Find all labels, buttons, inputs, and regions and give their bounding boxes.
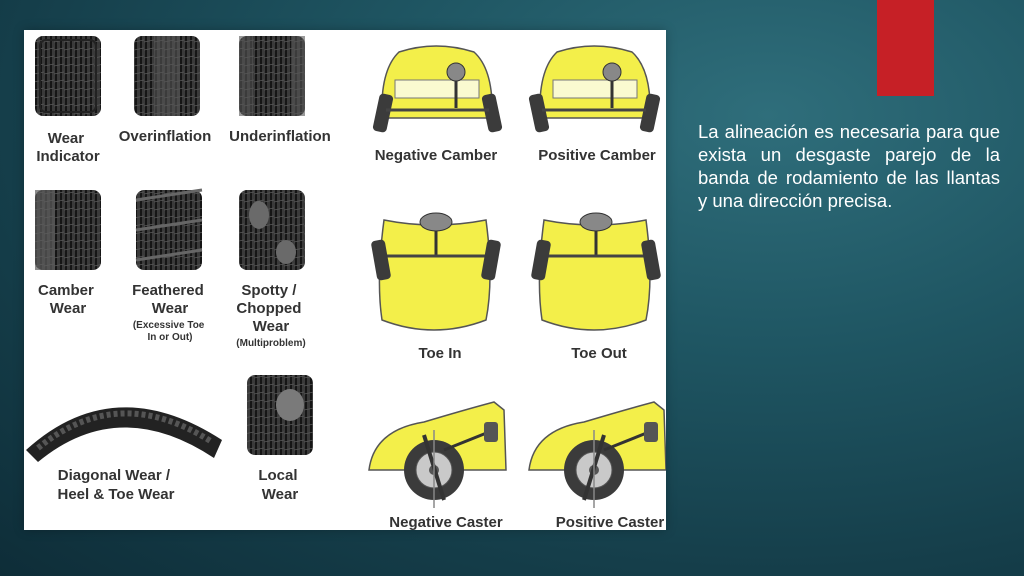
svg-text:Local Wear: Local Wear	[258, 467, 301, 503]
accent-bar	[877, 0, 934, 96]
svg-text:Diagonal Wear / Heel & Toe: Diagonal Wear / Heel & Toe Wear	[58, 467, 175, 503]
label-spotty-3: Wear	[253, 318, 290, 335]
svg-text:Spotty / Chopped Wear: Spotty / Chopped Wear	[236, 282, 305, 335]
tire-wear-indicator	[35, 36, 101, 116]
alignment-wear-diagram: Wear Indicator Overinflation Underinflat…	[24, 30, 666, 530]
tire-local-wear	[247, 375, 313, 455]
car-positive-camber	[528, 45, 661, 133]
tire-diagonal-wear	[26, 407, 222, 462]
label-spotty-1: Spotty /	[241, 282, 297, 299]
car-toe-in	[371, 212, 501, 331]
label-diagonal-2: Heel & Toe Wear	[58, 486, 175, 503]
label-wear-indicator-1: Wear	[48, 130, 85, 147]
label-toe-out: Toe Out	[571, 345, 627, 362]
svg-text:Wear Indicator: Wear Indicator	[36, 130, 100, 165]
label-spotty-2: Chopped	[236, 300, 301, 317]
car-toe-out	[531, 212, 661, 331]
tire-camber-wear	[35, 190, 101, 270]
slide-body-text: La alineación es necesaria para que exis…	[698, 121, 1000, 211]
label-camber-wear-1: Camber	[38, 282, 94, 299]
svg-text:(Excessive Toe In or Out): (Excessive Toe In or Out)	[133, 320, 207, 343]
car-negative-caster	[368, 401, 507, 508]
label-local-1: Local	[258, 467, 297, 484]
svg-text:Camber Wear: Camber Wear	[38, 282, 98, 317]
tire-spotty-wear	[239, 190, 305, 270]
tire-feathered-wear	[135, 188, 203, 270]
svg-text:Feathered Wear: Feathered Wear	[132, 282, 208, 317]
note-feathered-1: (Excessive Toe	[133, 320, 205, 331]
label-underinflation: Underinflation	[229, 128, 331, 145]
tire-overinflation	[134, 36, 200, 116]
note-spotty: (Multiproblem)	[236, 338, 305, 349]
label-feathered-1: Feathered	[132, 282, 204, 299]
label-positive-camber: Positive Camber	[538, 147, 656, 164]
label-toe-in: Toe In	[418, 345, 461, 362]
tire-underinflation	[239, 36, 305, 116]
label-negative-caster: Negative Caster	[389, 514, 503, 530]
car-positive-caster	[528, 401, 666, 508]
label-negative-camber: Negative Camber	[375, 147, 498, 164]
car-negative-camber	[372, 45, 503, 133]
label-local-2: Wear	[262, 486, 299, 503]
label-overinflation: Overinflation	[119, 128, 212, 145]
label-camber-wear-2: Wear	[50, 300, 87, 317]
label-positive-caster: Positive Caster	[556, 514, 665, 530]
label-wear-indicator-2: Indicator	[36, 148, 100, 165]
note-feathered-2: In or Out)	[148, 332, 193, 343]
label-feathered-2: Wear	[152, 300, 189, 317]
label-diagonal-1: Diagonal Wear /	[58, 467, 171, 484]
